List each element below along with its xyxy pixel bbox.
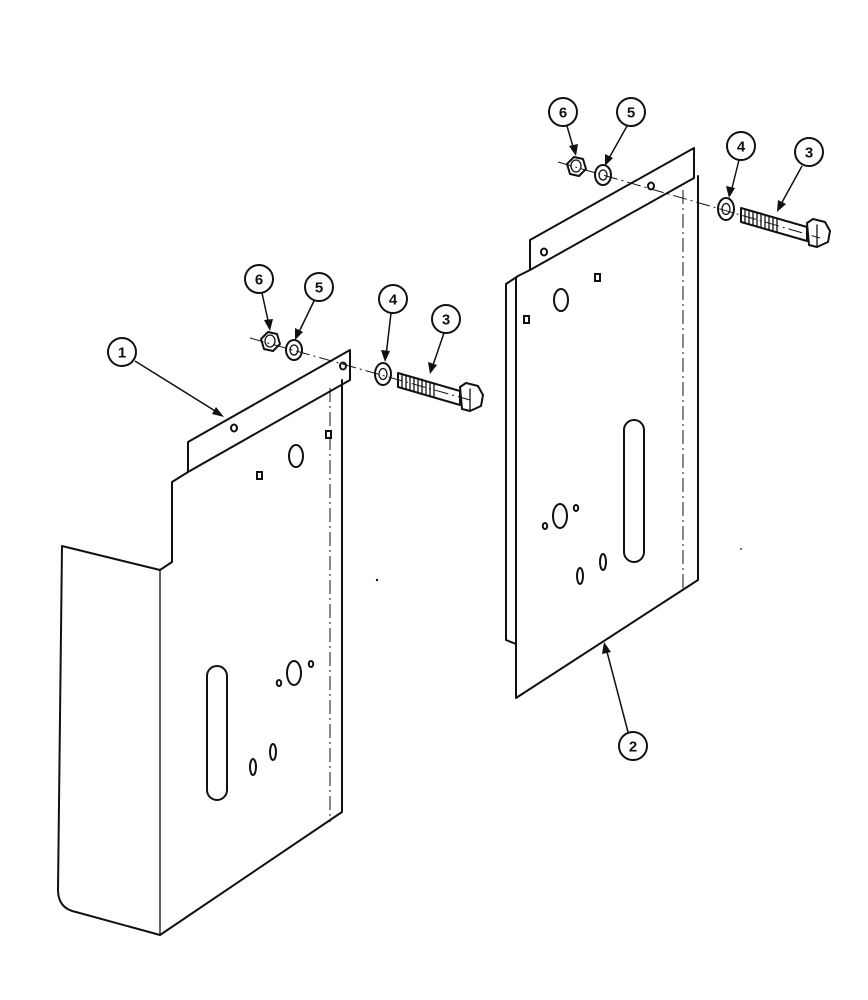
right-panel-oval-hole: [576, 567, 584, 585]
right-panel-flange-hole: [647, 181, 655, 191]
callout-3-left: 3: [431, 304, 461, 334]
left-panel-small-hole: [307, 660, 315, 668]
right-hardware-axis: [557, 161, 821, 239]
callout-label: 3: [442, 312, 450, 329]
right-bolt: [740, 207, 831, 248]
callout-3-right: 3: [794, 137, 824, 167]
callout-2-right-panel: 2: [618, 731, 648, 761]
right-panel-flange-hole: [540, 247, 548, 257]
callout-4-right: 4: [726, 131, 756, 161]
speck-dot: [375, 578, 379, 582]
callout-label: 2: [629, 739, 637, 756]
right-panel-small-hole: [572, 504, 580, 512]
left-panel-flange: [187, 349, 351, 473]
right-lock-washer: [594, 164, 612, 186]
left-flat-washer: [374, 362, 392, 386]
callout-1-left-panel: 1: [107, 337, 137, 367]
callout-5-left: 5: [304, 272, 334, 302]
right-panel: [505, 147, 699, 699]
left-panel-flange-hole: [339, 361, 347, 371]
callout-label: 4: [737, 139, 746, 156]
left-hardware: [249, 331, 484, 412]
right-panel-round-hole: [552, 503, 568, 529]
callout-label: 4: [389, 292, 398, 309]
callout-6-left: 6: [244, 264, 274, 294]
left-lock-washer: [285, 339, 303, 361]
left-panel-small-hole: [275, 679, 283, 687]
right-panel-round-hole: [553, 288, 569, 312]
right-hex-nut: [566, 156, 587, 177]
left-panel: [57, 349, 351, 936]
callout-leaders: [134, 125, 803, 733]
speck-dot: [740, 548, 742, 550]
right-flat-washer: [717, 197, 735, 221]
right-panel-flange: [529, 147, 695, 271]
right-panel-square-hole: [594, 273, 601, 282]
left-panel-round-hole: [288, 444, 304, 468]
right-panel-body: [505, 175, 699, 699]
callout-label: 6: [559, 105, 567, 122]
right-hardware: [557, 156, 831, 248]
right-panel-slot: [623, 419, 645, 563]
left-hardware-axis: [249, 337, 471, 401]
right-panel-oval-hole: [599, 553, 607, 571]
right-panel-square-hole: [523, 315, 530, 324]
left-hex-nut: [260, 331, 281, 352]
left-panel-square-hole: [325, 430, 332, 439]
left-panel-oval-hole: [249, 758, 257, 776]
left-panel-flange-hole: [230, 423, 238, 433]
left-bolt: [397, 372, 484, 412]
callout-label: 5: [315, 280, 323, 297]
callout-6-right: 6: [548, 97, 578, 127]
callout-label: 6: [255, 272, 263, 289]
left-panel-oval-hole: [269, 743, 277, 761]
right-panel-small-hole: [541, 522, 549, 530]
callout-5-right: 5: [616, 97, 646, 127]
left-panel-square-hole: [256, 471, 263, 480]
callout-label: 3: [805, 145, 813, 162]
callout-label: 5: [627, 105, 635, 122]
callout-4-left: 4: [378, 284, 408, 314]
left-panel-round-hole: [286, 660, 302, 686]
callout-label: 1: [118, 345, 126, 362]
left-panel-slot: [206, 665, 228, 801]
